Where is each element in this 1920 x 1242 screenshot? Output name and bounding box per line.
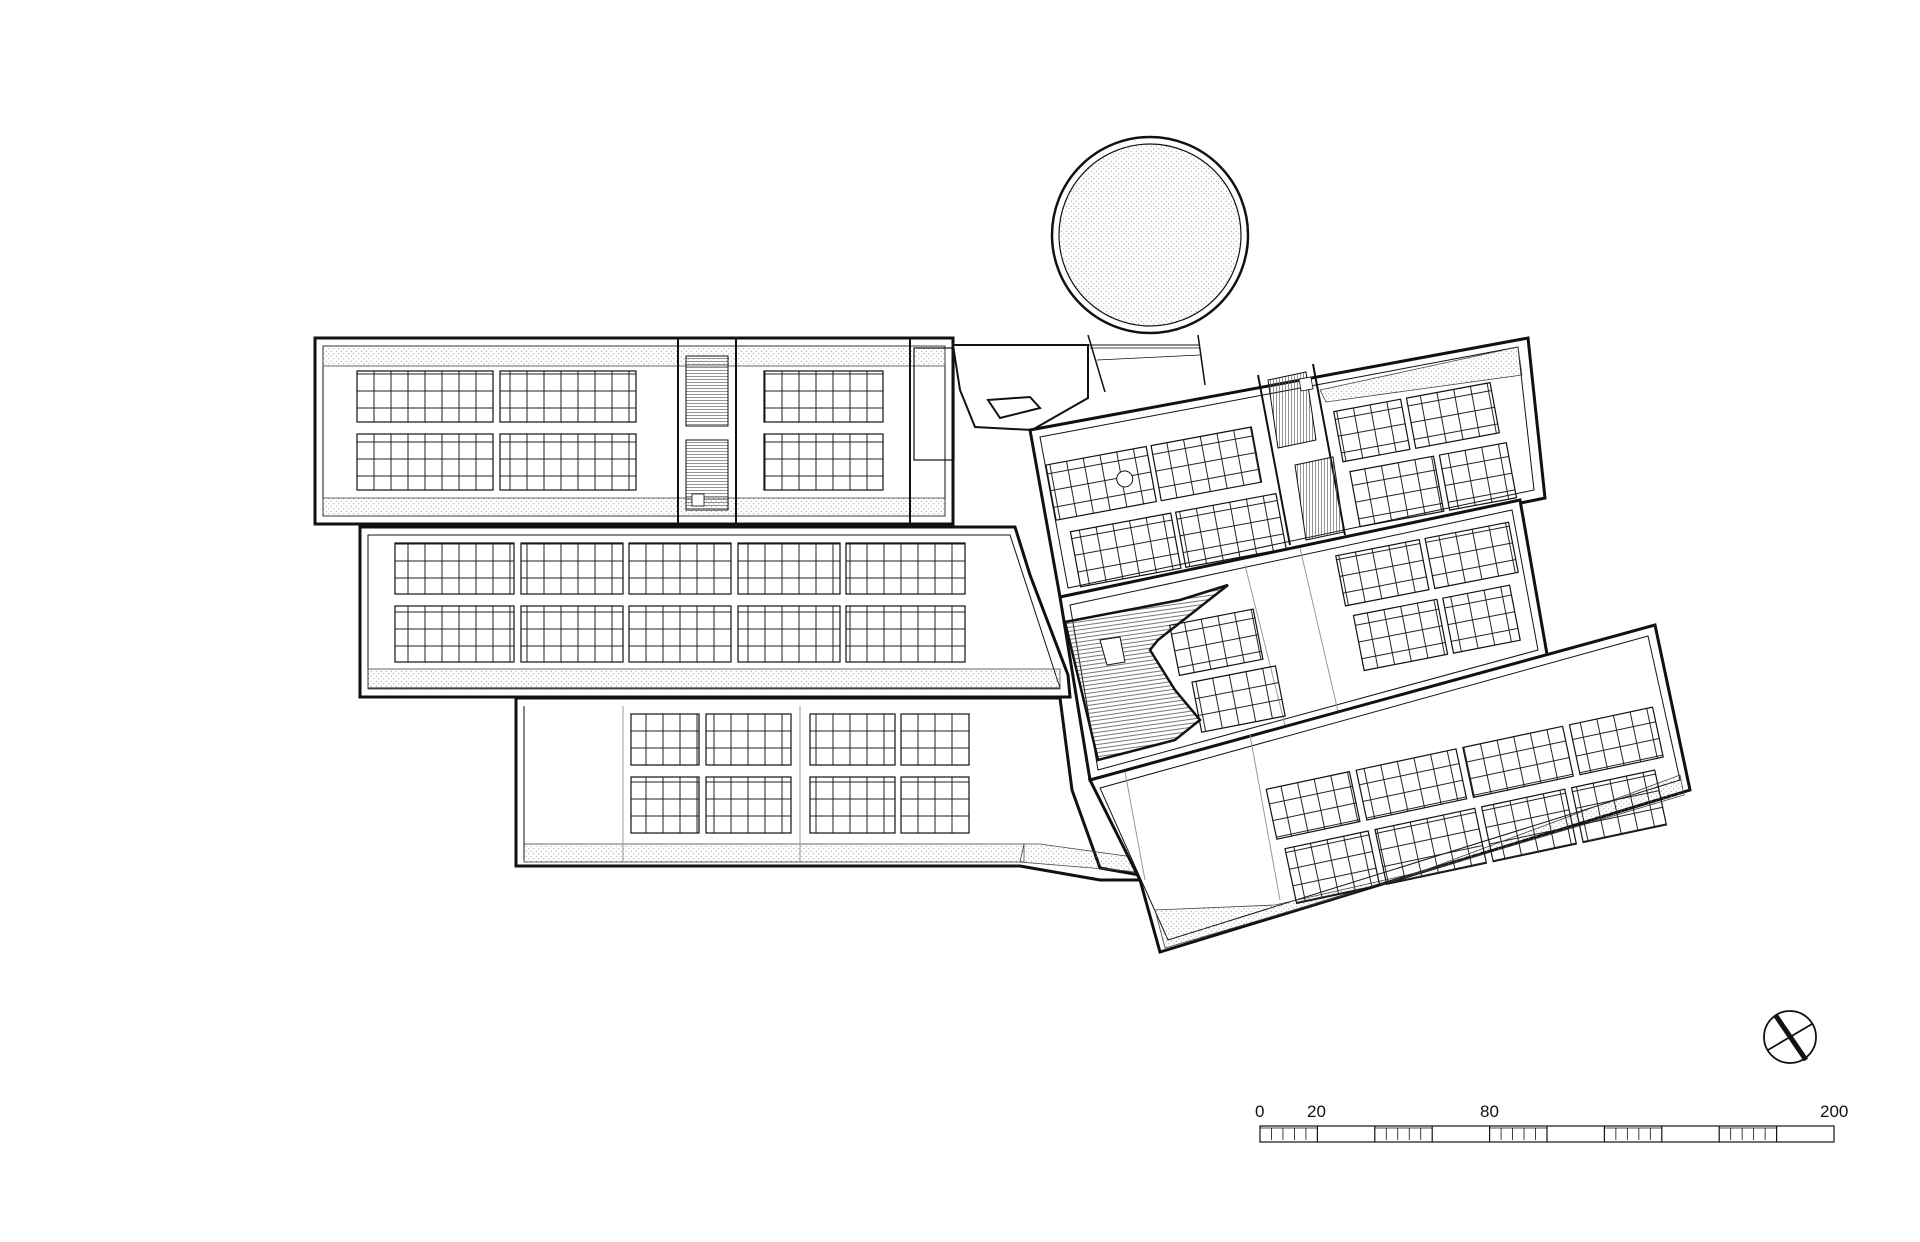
scale-bar (1259, 1125, 1835, 1143)
roof-connector (951, 344, 1200, 432)
north-arrow-icon (1763, 1010, 1817, 1064)
scale-label-80: 80 (1480, 1102, 1499, 1121)
scale-bar-ticks (1260, 1126, 1778, 1142)
scale-label-0: 0 (1255, 1102, 1265, 1121)
roof-block-west-a (313, 336, 955, 526)
solar-array-west-c (630, 713, 970, 834)
scale-label-20: 20 (1307, 1102, 1326, 1121)
roof-block-east-3 (1087, 623, 1692, 954)
solar-array-east-3 (1265, 706, 1668, 905)
solar-array-east-1 (1045, 381, 1518, 588)
roof-block-east-2 (1058, 498, 1550, 782)
roof-block-west-c (514, 696, 1163, 882)
roof-block-west-b (358, 525, 1072, 699)
roof-block-east-1 (1028, 336, 1547, 599)
solar-array-west-b (394, 542, 966, 663)
circular-tower-roof (1050, 135, 1250, 393)
scale-label-200: 200 (1820, 1102, 1849, 1121)
solar-array-east-2 (1169, 521, 1521, 733)
solar-array-west-a (356, 370, 884, 491)
